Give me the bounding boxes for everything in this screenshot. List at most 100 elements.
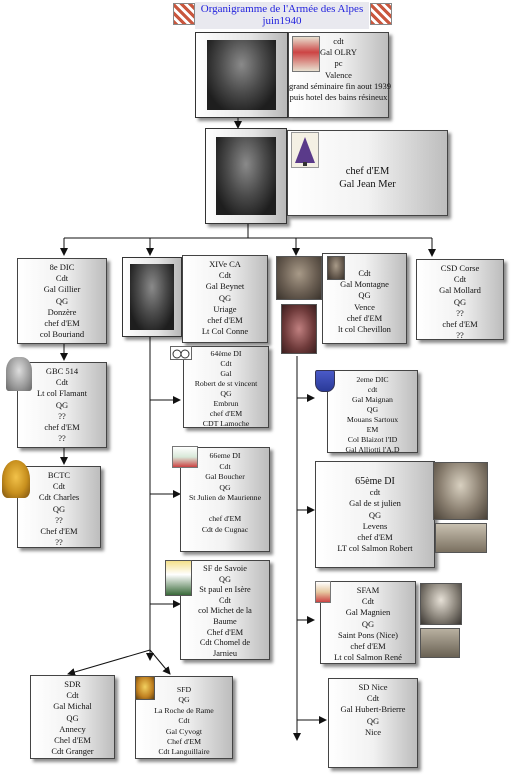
box-line: LT col Salmon Robert bbox=[337, 543, 413, 554]
box-line: Lt col Flamant bbox=[36, 388, 88, 399]
insignia-icon bbox=[170, 346, 192, 360]
box-line: Gal Gillier bbox=[43, 284, 81, 295]
box-line: Lt col Salmon René bbox=[334, 652, 402, 663]
box-line: 2eme DIC bbox=[356, 375, 389, 384]
unit-2eme-dic-box: 2eme DIC cdt Gal Maignan QG Mouans Sarto… bbox=[327, 370, 418, 454]
title-line-2: juin1940 bbox=[262, 15, 302, 27]
box-line: QG bbox=[55, 399, 69, 410]
box-line: ?? bbox=[456, 330, 464, 341]
ceremony-photo bbox=[281, 304, 317, 354]
box-line: Uriage bbox=[213, 303, 237, 314]
page-title: Organigramme de l'Armée des Alpes juin19… bbox=[195, 2, 369, 29]
box-line: QG bbox=[218, 292, 232, 303]
box-line: Cdt bbox=[55, 377, 69, 388]
insignia-icon bbox=[2, 460, 30, 498]
box-line: ?? bbox=[58, 433, 66, 444]
box-line: QG bbox=[178, 695, 190, 705]
box-line: pc bbox=[334, 58, 343, 69]
box-line: Cdt bbox=[55, 273, 69, 284]
box-line: SFD bbox=[176, 685, 192, 694]
insignia-icon bbox=[165, 560, 192, 596]
unit-gbc-514-box: GBC 514 Cdt Lt col Flamant QG ?? chef d'… bbox=[17, 362, 107, 448]
box-line: Cdt bbox=[361, 596, 375, 607]
group-photo-65di bbox=[435, 523, 487, 553]
box-line: Donzère bbox=[47, 306, 77, 317]
box-line: Gal de st julien bbox=[349, 498, 401, 509]
box-line: puis hotel des bains résineux bbox=[289, 92, 388, 103]
box-line: Robert de st vincent bbox=[194, 379, 258, 388]
box-line: La Roche de Rame bbox=[154, 705, 214, 715]
box-line: ?? bbox=[55, 537, 63, 548]
box-line: Cdt bbox=[52, 481, 66, 492]
box-line: chef d'EM bbox=[209, 409, 243, 418]
box-line: Baume bbox=[213, 616, 237, 626]
unit-sfam-box: SFAM Cdt Gal Magnien QG Saint Pons (Nice… bbox=[320, 581, 416, 664]
box-line: Chel d'EM bbox=[54, 735, 91, 746]
box-line: Valence bbox=[325, 69, 352, 80]
box-line: EM bbox=[366, 425, 379, 434]
box-line: chef d'EM bbox=[44, 318, 80, 329]
box-line: Lt Col Conne bbox=[201, 326, 249, 337]
shield-icon bbox=[315, 581, 331, 603]
box-line: QG bbox=[220, 389, 232, 398]
box-line: Gal Montagne bbox=[340, 279, 389, 290]
box-line: Chef d'EM bbox=[206, 627, 244, 637]
portrait-photo-beynet bbox=[122, 257, 182, 337]
box-line: Gal Mollard bbox=[439, 285, 481, 296]
box-line: Gal Alliotti l'A.D bbox=[345, 445, 400, 454]
box-line: grand séminaire fin aout 1939 bbox=[289, 80, 391, 91]
box-line: lt col Chevillon bbox=[338, 324, 391, 335]
box-line: cdt bbox=[333, 36, 344, 46]
box-line: Embrun bbox=[213, 399, 239, 408]
box-line: Annecy bbox=[59, 723, 86, 734]
box-line: Cdt Granger bbox=[51, 746, 94, 757]
portrait-photo-mer bbox=[205, 128, 287, 224]
box-line: chef d'EM bbox=[207, 315, 243, 326]
box-line: ?? bbox=[456, 307, 464, 318]
portrait-photo-65di bbox=[433, 462, 488, 520]
box-line: Col Blaizot l'ID bbox=[347, 435, 398, 444]
unit-65eme-di-box: 65ème DI cdt Gal de st julien QG Levens … bbox=[315, 461, 435, 568]
crest-icon bbox=[370, 3, 392, 25]
box-line: QG bbox=[453, 296, 467, 307]
box-line: St paul en Isère bbox=[199, 585, 251, 595]
box-line: col Bouriand bbox=[39, 329, 85, 340]
box-line: Gal bbox=[220, 369, 232, 378]
box-line: GBC 514 bbox=[45, 366, 79, 376]
box-line: Cdt Chomel de bbox=[199, 638, 251, 648]
box-line: Gal Boucher bbox=[205, 472, 245, 481]
box-line: CDT Lamoche bbox=[202, 419, 250, 428]
box-line: chef d'EM bbox=[44, 422, 80, 433]
box-line: chef d'EM bbox=[345, 166, 390, 177]
box-line: Cdt Charles bbox=[38, 492, 80, 503]
box-line: chef d'EM bbox=[357, 532, 393, 543]
box-line: QG bbox=[66, 712, 79, 723]
portrait-photo-small bbox=[327, 256, 345, 280]
box-line: QG bbox=[358, 290, 371, 301]
box-line: Gal OLRY bbox=[319, 47, 358, 58]
box-line: 8e DIC bbox=[49, 262, 75, 272]
box-line: Cdt bbox=[219, 595, 231, 605]
box-line: Gal Hubert-Brierre bbox=[340, 704, 406, 715]
box-line: Cdt bbox=[358, 268, 371, 278]
box-line: QG bbox=[368, 509, 382, 520]
box-line: chef d'EM bbox=[208, 514, 242, 523]
crest-icon bbox=[173, 3, 195, 25]
box-line: CSD Corse bbox=[440, 263, 480, 273]
box-line: QG bbox=[366, 405, 379, 414]
box-line: QG bbox=[219, 574, 231, 584]
box-line: BCTC bbox=[47, 470, 71, 480]
insignia-icon bbox=[172, 446, 198, 468]
box-line: 64ème DI bbox=[210, 349, 242, 358]
portrait-photo-montagne bbox=[276, 256, 322, 300]
box-line: chef d'EM bbox=[346, 312, 383, 323]
box-line: Gal Michal bbox=[53, 701, 92, 712]
box-line: Mouans Sartoux bbox=[346, 415, 399, 424]
unit-64eme-di-box: 64ème DI Cdt Gal Robert de st vincent QG… bbox=[183, 346, 269, 428]
box-line: QG bbox=[366, 715, 380, 726]
box-line: cdt bbox=[367, 385, 378, 394]
portrait-photo-olry bbox=[195, 32, 288, 118]
box-line: chef d'EM bbox=[442, 319, 478, 330]
box-line: Cdt bbox=[219, 461, 231, 471]
box-line: Chef d'EM bbox=[40, 526, 78, 537]
